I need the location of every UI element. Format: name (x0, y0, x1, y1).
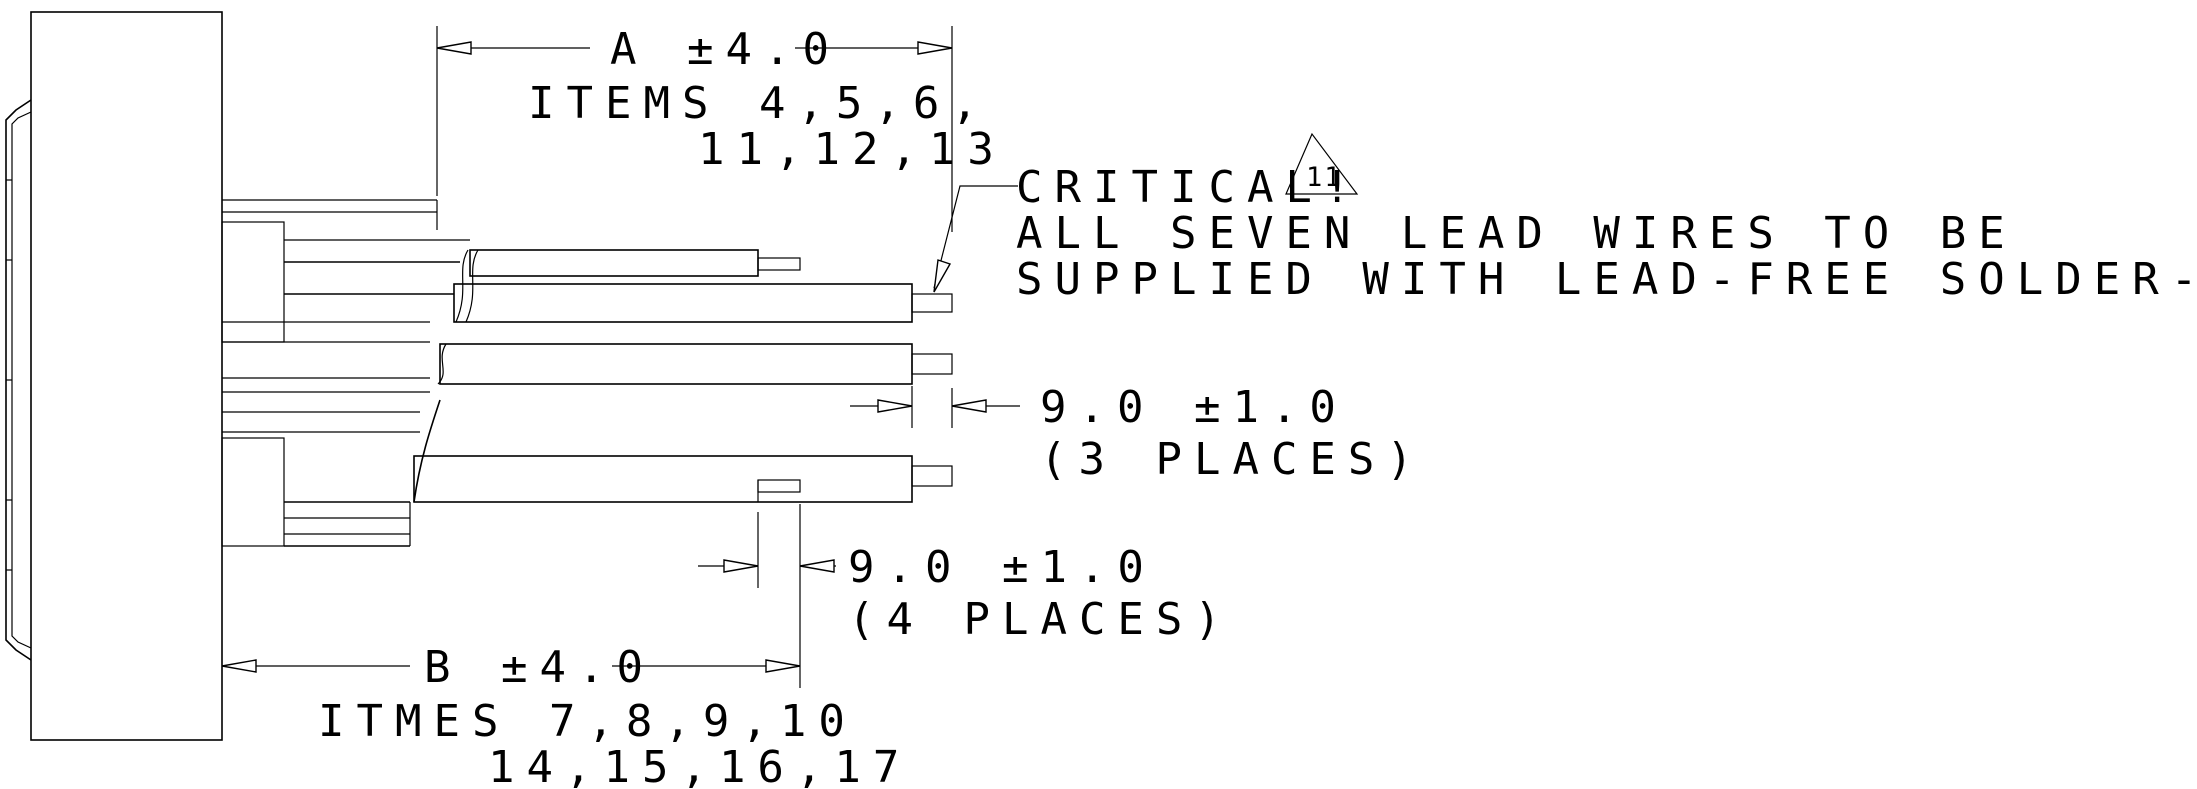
dim-strip-lower-value: 9.0 ±1.0 (848, 542, 1156, 593)
note-leader-line (933, 185, 1018, 289)
dim-a-arrow-right (917, 41, 953, 55)
dim-strip-lower-places: (4 PLACES) (848, 594, 1233, 645)
lead-wire-3 (439, 343, 913, 385)
dimension-strip-lower: 9.0 ±1.0 (4 PLACES) (698, 504, 1233, 688)
lead-wire-4-inner-strip (757, 479, 801, 493)
note-triangle-ref: 11 (1306, 162, 1343, 193)
lead-wire-2 (453, 283, 913, 323)
lead-wire-4-tinned-tip (911, 465, 953, 487)
dim-a-items-line1: ITEMS 4,5,6, (528, 78, 990, 129)
dim-b-items-line2: 14,15,16,17 (488, 742, 911, 789)
note-line-2: ALL SEVEN LEAD WIRES TO BE (1016, 208, 2017, 259)
critical-note: CRITICAL! 11 ALL SEVEN LEAD WIRES TO BE … (933, 132, 2197, 305)
dim-a-label: A ±4.0 (610, 24, 841, 75)
dimension-strip-upper: 9.0 ±1.0 (3 PLACES) (850, 382, 1425, 485)
dim-a-items-line2: 11,12,13 (698, 124, 1006, 175)
lead-wire-2-tinned-tip (911, 293, 953, 313)
dim-b-label: B ±4.0 (424, 642, 655, 693)
dim-strip-upper-value: 9.0 ±1.0 (1040, 382, 1348, 433)
dim-b-items-line1: ITMES 7,8,9,10 (318, 696, 857, 747)
dim-a-arrow-left (436, 41, 472, 55)
housing-body (5, 11, 223, 741)
dim-strip-upper-places: (3 PLACES) (1040, 434, 1425, 485)
lead-wire-1-inner-strip (757, 257, 801, 271)
lead-wire-3-tinned-tip (911, 353, 953, 375)
lower-connector-block (221, 437, 285, 547)
note-critical-label: CRITICAL! (1016, 162, 1362, 213)
dim-b-arrow-right (765, 659, 801, 673)
upper-connector-block (221, 221, 285, 343)
note-leader-arrow (933, 259, 952, 293)
housing-left-flange-inner (11, 111, 32, 649)
dim-b-arrow-left (221, 659, 257, 673)
dimension-b: B ±4.0 ITMES 7,8,9,10 14,15,16,17 (221, 642, 911, 789)
lead-bundle (221, 199, 953, 547)
lead-wire-1 (469, 249, 759, 277)
lead-wire-4 (413, 455, 913, 503)
note-line-3: SUPPLIED WITH LEAD-FREE SOLDER-DIP FINIS… (1016, 254, 2197, 305)
dimension-a: A ±4.0 ITEMS 4,5,6, 11,12,13 (436, 24, 1006, 232)
note-triangle-symbol (1285, 132, 1359, 195)
housing-outline (30, 11, 223, 741)
